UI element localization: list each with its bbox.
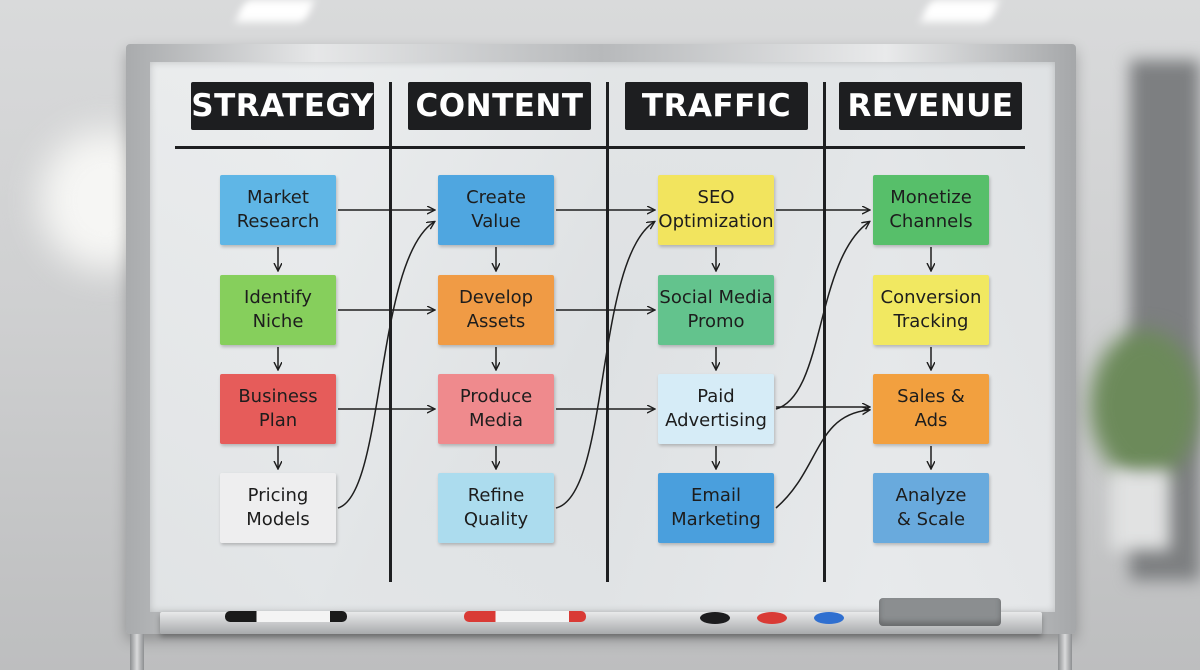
whiteboard-leg	[130, 634, 144, 670]
note-identify-niche: Identify Niche	[220, 275, 336, 345]
note-pricing-models: Pricing Models	[220, 473, 336, 543]
plant-pot	[1110, 470, 1170, 550]
note-develop-assets: Develop Assets	[438, 275, 554, 345]
note-market-research: Market Research	[220, 175, 336, 245]
column-divider-line	[823, 82, 826, 582]
red-marker	[464, 611, 586, 622]
blue-magnet	[814, 612, 844, 624]
note-sales-ads: Sales & Ads	[873, 374, 989, 444]
arrow-curve	[555, 222, 654, 509]
black-marker	[225, 611, 347, 622]
note-email-marketing: Email Marketing	[658, 473, 774, 543]
red-magnet	[757, 612, 787, 624]
note-refine-quality: Refine Quality	[438, 473, 554, 543]
note-analyze-scale: Analyze & Scale	[873, 473, 989, 543]
header-content: CONTENT	[408, 82, 591, 130]
note-seo-optimization: SEO Optimization	[658, 175, 774, 245]
header-divider-line	[175, 146, 1025, 149]
header-strategy: STRATEGY	[191, 82, 374, 130]
whiteboard-leg	[1058, 634, 1072, 670]
column-divider-line	[389, 82, 392, 582]
note-social-media-promo: Social Media Promo	[658, 275, 774, 345]
arrow-curve	[337, 222, 434, 509]
note-produce-media: Produce Media	[438, 374, 554, 444]
black-magnet	[700, 612, 730, 624]
note-paid-advertising: Paid Advertising	[658, 374, 774, 444]
arrow-curve	[775, 410, 869, 509]
eraser	[879, 598, 1001, 626]
arrow-curve	[775, 222, 869, 410]
note-monetize-channels: Monetize Channels	[873, 175, 989, 245]
note-create-value: Create Value	[438, 175, 554, 245]
potted-plant	[1090, 330, 1200, 480]
header-traffic: TRAFFIC	[625, 82, 808, 130]
column-divider-line	[606, 82, 609, 582]
header-revenue: REVENUE	[839, 82, 1022, 130]
note-business-plan: Business Plan	[220, 374, 336, 444]
note-conversion-tracking: Conversion Tracking	[873, 275, 989, 345]
